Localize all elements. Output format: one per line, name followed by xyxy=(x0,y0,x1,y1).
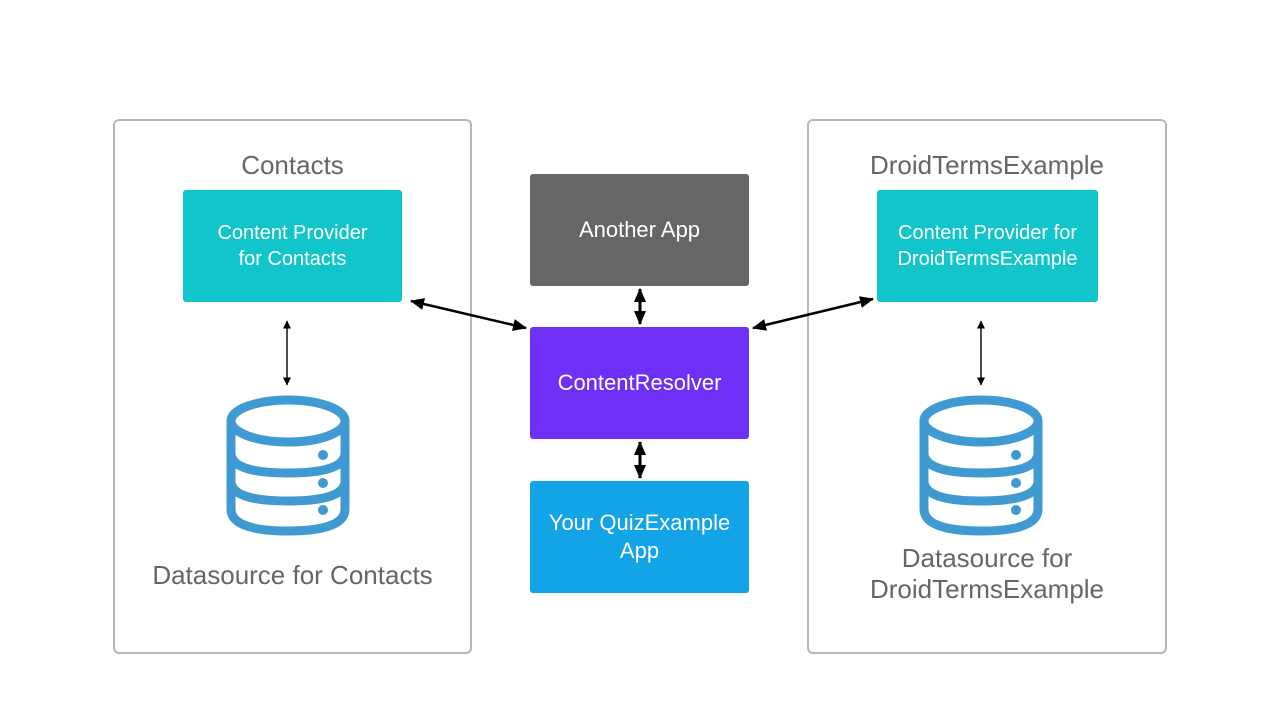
another-app-box: Another App xyxy=(530,174,749,286)
contacts-group: Contacts Content Provider for Contacts D… xyxy=(113,119,472,654)
droidterms-group: DroidTermsExample Content Provider for D… xyxy=(807,119,1167,654)
droidterms-datasource-label-line-2: DroidTermsExample xyxy=(869,574,1105,604)
contacts-datasource-label: Datasource for Contacts xyxy=(115,560,470,591)
another-app-label: Another App xyxy=(578,217,701,242)
database-icon xyxy=(226,395,350,536)
droidterms-provider-box: Content Provider for DroidTermsExample xyxy=(877,190,1098,302)
content-resolver-label: ContentResolver xyxy=(557,370,722,395)
contacts-provider-label-line-2: for Contacts xyxy=(238,248,347,270)
droidterms-provider-label-line-2: DroidTermsExample xyxy=(897,248,1078,270)
droidterms-provider-label-line-1: Content Provider for xyxy=(898,222,1077,244)
contacts-datasource-label-line-1: Datasource for Contacts xyxy=(152,560,433,590)
quiz-app-label-line-2: App xyxy=(619,538,660,563)
contacts-title: Contacts xyxy=(241,150,344,180)
contacts-provider-box: Content Provider for Contacts xyxy=(183,190,402,302)
droidterms-title: DroidTermsExample xyxy=(869,150,1105,180)
contacts-provider-label-line-1: Content Provider xyxy=(217,222,368,244)
content-resolver-box: ContentResolver xyxy=(530,327,749,439)
droidterms-datasource-label-line-1: Datasource for xyxy=(901,543,1073,573)
quiz-app-box: Your QuizExample App xyxy=(530,481,749,593)
database-icon xyxy=(919,395,1043,536)
droidterms-datasource-label: Datasource for DroidTermsExample xyxy=(809,543,1165,605)
quiz-app-label-line-1: Your QuizExample xyxy=(548,510,731,535)
